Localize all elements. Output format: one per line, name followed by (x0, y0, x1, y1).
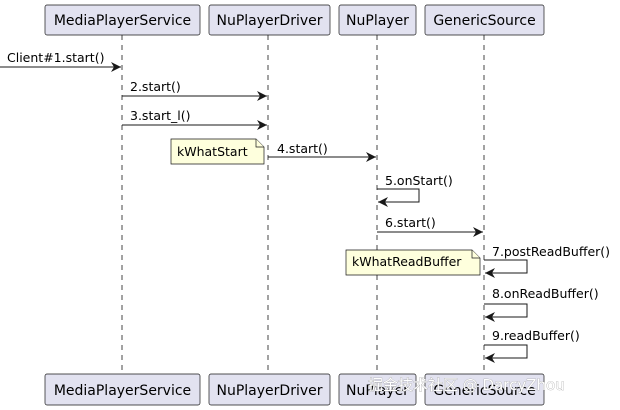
note-label: kWhatReadBuffer (352, 254, 462, 269)
message-7: 7.postReadBuffer() (484, 244, 610, 278)
participant-label: GenericSource (433, 13, 535, 29)
message-1: Client#1.start() (0, 50, 121, 72)
message-label: 3.start_l() (130, 108, 191, 123)
participant-nuplayer-top: NuPlayer (338, 4, 417, 36)
note-kwhatstart: kWhatStart (170, 138, 265, 165)
message-6: 6.start() (377, 215, 483, 237)
participant-label: MediaPlayerService (54, 383, 191, 399)
participant-label: NuPlayer (346, 383, 409, 399)
watermark-text: 掘金技术社区 @ DarcyZhou (368, 376, 565, 394)
participant-label: GenericSource (433, 383, 535, 399)
message-8: 8.onReadBuffer() (484, 286, 599, 322)
participant-mediaplayerservice-top: MediaPlayerService (44, 4, 201, 36)
participant-genericsource-bottom: GenericSource (424, 373, 545, 406)
participant-label: NuPlayerDriver (217, 383, 323, 399)
message-label: 4.start() (277, 141, 328, 156)
message-label: 2.start() (130, 79, 181, 94)
message-3: 3.start_l() (122, 108, 267, 130)
message-label: 7.postReadBuffer() (492, 244, 610, 259)
message-9: 9.readBuffer() (484, 328, 580, 363)
message-label: 6.start() (385, 215, 436, 230)
participant-mediaplayerservice-bottom: MediaPlayerService (44, 373, 201, 406)
participant-label: NuPlayer (346, 13, 409, 29)
participant-genericsource-top: GenericSource (424, 4, 545, 36)
participant-nuplayerdriver-bottom: NuPlayerDriver (208, 373, 331, 406)
participant-nuplayer-bottom: NuPlayer (338, 373, 417, 406)
participant-label: NuPlayerDriver (217, 13, 323, 29)
message-label: Client#1.start() (7, 50, 104, 65)
message-4: 4.start() (268, 141, 376, 162)
note-label: kWhatStart (177, 144, 248, 159)
participant-label: MediaPlayerService (54, 13, 191, 29)
message-2: 2.start() (122, 79, 267, 101)
message-label: 8.onReadBuffer() (492, 286, 599, 301)
message-label: 9.readBuffer() (492, 328, 580, 343)
message-5: 5.onStart() (377, 173, 453, 207)
message-label: 5.onStart() (385, 173, 453, 188)
note-kwhatreadbuffer: kWhatReadBuffer (345, 249, 481, 276)
participant-nuplayerdriver-top: NuPlayerDriver (208, 4, 331, 36)
